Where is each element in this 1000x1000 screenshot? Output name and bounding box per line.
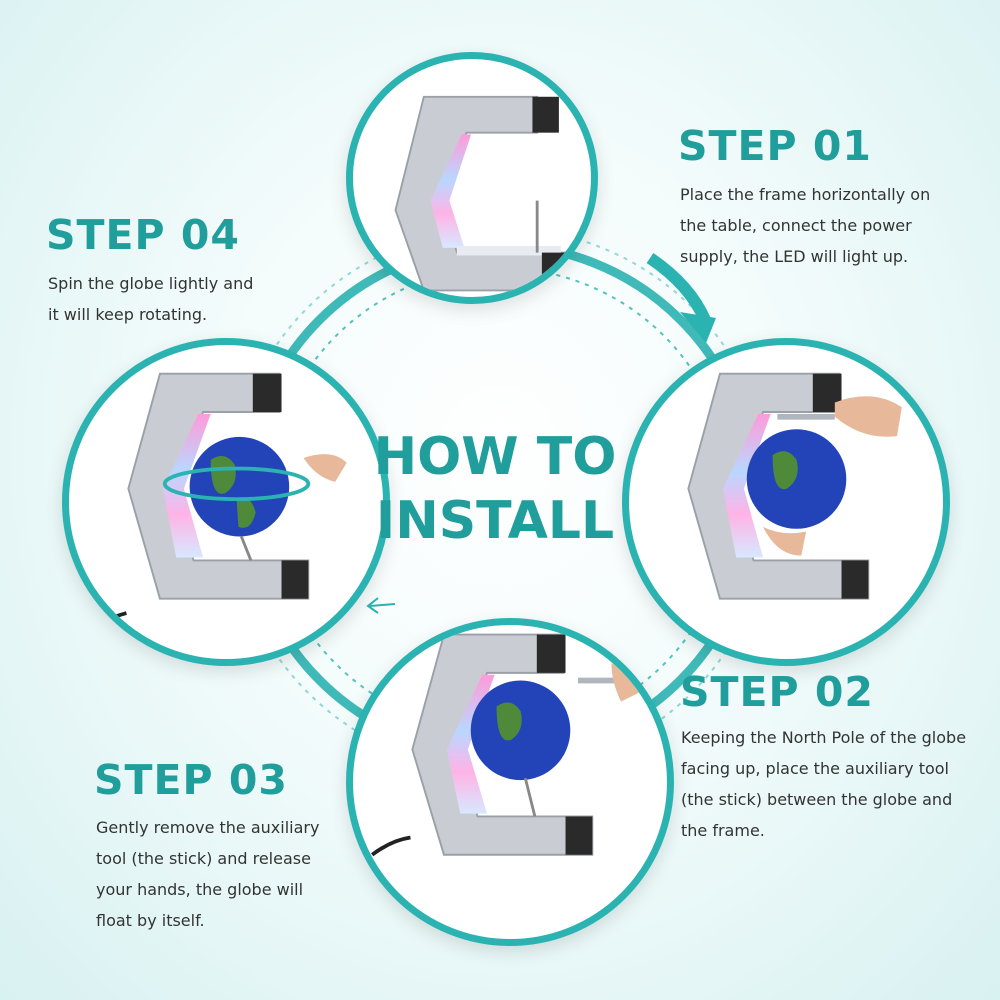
step-03-title: STEP 03: [94, 756, 288, 804]
spinning-globe-image: [86, 372, 347, 634]
levitation-frame-image: [379, 95, 567, 296]
step-04-description: Spin the globe lightly and it will keep …: [48, 274, 254, 324]
arrow-clockwise-icon: [646, 253, 716, 343]
step-02-title: STEP 02: [680, 668, 874, 716]
title-line-2: INSTALL: [375, 491, 615, 551]
globe-with-stick-image: [687, 372, 902, 600]
how-to-install-title: HOW TO INSTALL: [360, 425, 630, 553]
step-01-title: STEP 01: [678, 122, 872, 170]
step-01-description: Place the frame horizontally on the tabl…: [680, 185, 931, 266]
step-02-description: Keeping the North Pole of the globe faci…: [681, 728, 967, 840]
title-line-1: HOW TO: [373, 427, 617, 487]
step-04-photo: [62, 338, 390, 666]
step-04-title: STEP 04: [46, 211, 240, 259]
arrow-left-dashed-icon: [366, 597, 396, 614]
step-03-description: Gently remove the auxiliary tool (the st…: [96, 818, 320, 930]
floating-globe-image: [370, 633, 641, 857]
step-01-photo: [346, 52, 598, 304]
step-02-photo: [622, 338, 950, 666]
step-03-photo: [346, 618, 674, 946]
